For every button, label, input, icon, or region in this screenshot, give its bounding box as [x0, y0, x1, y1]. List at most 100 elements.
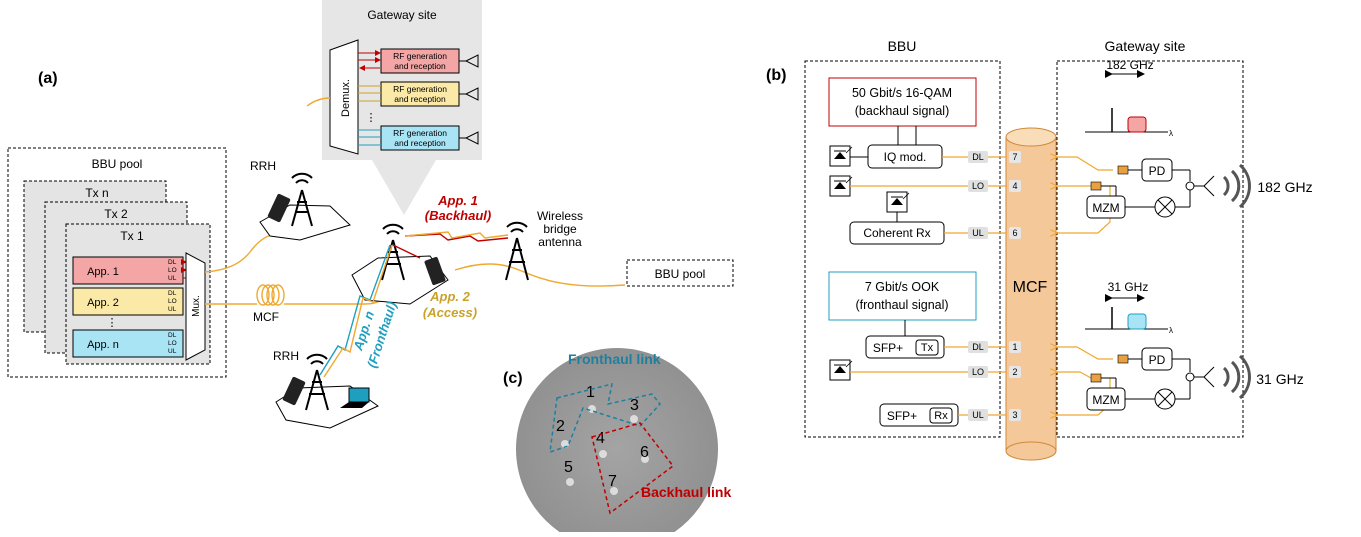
tower-icon: [305, 353, 329, 411]
app2-access-title: App. 2: [429, 289, 470, 304]
core-label-3: 3: [630, 397, 639, 414]
freq-182-label: 182 GHz: [1257, 179, 1312, 195]
fronthaul-outline: [549, 382, 661, 454]
gateway-title-b: Gateway site: [1105, 38, 1186, 54]
wireless-label-2: bridge: [543, 222, 577, 236]
core-label-2: 2: [556, 418, 565, 435]
mcf-core-4: 4: [1012, 181, 1017, 191]
mcf-core-7: 7: [1012, 152, 1017, 162]
sfp-tx-tag: Tx: [921, 342, 934, 354]
mcf-core-1: 1: [1012, 342, 1017, 352]
backhaul-box-line2: (backhaul signal): [855, 104, 950, 118]
bbu-pool-title: BBU pool: [92, 157, 143, 171]
lambda-1: λ: [1169, 129, 1173, 138]
mux-label: Mux.: [191, 295, 202, 317]
gateway-site-title: Gateway site: [367, 8, 437, 22]
app1-backhaul-title: App. 1: [437, 193, 478, 208]
rrh-bottom: RRH: [273, 349, 379, 429]
rrh-top-label: RRH: [250, 159, 276, 173]
app2-lo: LO: [168, 298, 177, 305]
demux-block: [329, 39, 359, 155]
backhaul-link-label: Backhaul link: [641, 484, 731, 500]
fronthaul-signal-box: [828, 271, 977, 321]
freq-31-spectrum: 31 GHz: [1108, 280, 1149, 294]
app1-lo: LO: [168, 267, 177, 274]
sfp-rx-tag: Rx: [934, 410, 948, 422]
app1-box: [72, 256, 184, 285]
phone-icon: [282, 376, 306, 406]
freq-182-spectrum: 182 GHz: [1106, 58, 1153, 72]
apps-ellipsis: ⋮: [107, 317, 118, 329]
port-tags: DL LO UL DL LO UL: [968, 151, 988, 421]
bbu-pool-remote-label: BBU pool: [655, 267, 706, 281]
lambda-2: λ: [1169, 326, 1173, 335]
iq-mod-label: IQ mod.: [884, 150, 927, 164]
tag-ul-2: UL: [972, 410, 984, 420]
rrh-bottom-label: RRH: [273, 349, 299, 363]
tx-2-label: Tx 2: [104, 207, 128, 221]
radio-wave-icon-31: [1222, 354, 1251, 400]
rrh-top: RRH: [250, 159, 351, 241]
core-label-4: 4: [596, 430, 605, 447]
appn-lo: LO: [168, 340, 177, 347]
tower-icon: [291, 172, 313, 227]
app1-backhaul-sub: (Backhaul): [425, 208, 491, 223]
phone-icon: [424, 256, 446, 286]
mcf-core-3: 3: [1012, 410, 1017, 420]
core-label-5: 5: [564, 459, 573, 476]
tag-dl-2: DL: [972, 342, 984, 352]
coherent-rx-label: Coherent Rx: [863, 226, 930, 240]
rf-box-blue: [380, 125, 460, 151]
tag-ul-1: UL: [972, 228, 984, 238]
gateway-dashed-box: [1056, 60, 1244, 438]
tag-lo-2: LO: [972, 367, 984, 377]
rf-label-blue-1: RF generation: [393, 128, 447, 138]
tx-1-label: Tx 1: [120, 229, 144, 243]
appn-label: App. n: [87, 339, 119, 351]
pd-label-upper: PD: [1149, 164, 1166, 178]
app2-dl: DL: [168, 290, 177, 297]
mcf-core-tags: 7 4 6 1 2 3: [1009, 151, 1021, 421]
laser-icon-4: [829, 359, 853, 381]
rf-label-yellow-1: RF generation: [393, 84, 447, 94]
laptop-icon: [340, 387, 370, 408]
core-label-6: 6: [640, 444, 649, 461]
radio-wave-icon-182: [1222, 163, 1251, 209]
phone-icon: [267, 193, 291, 223]
laser-icon-3: [886, 191, 910, 213]
freq-31-label: 31 GHz: [1256, 371, 1303, 387]
bbu-dashed-box: [804, 60, 1001, 438]
core-label-7: 7: [608, 473, 617, 490]
pd-label-lower: PD: [1149, 353, 1166, 367]
appn-ul: UL: [168, 348, 177, 355]
mcf-core-6: 6: [1012, 228, 1017, 238]
bbu-title: BBU: [888, 38, 917, 54]
fronthaul-box-line1: 7 Gbit/s OOK: [865, 280, 940, 294]
rf-box-red: [380, 48, 460, 74]
fiber-cross-section: 1 2 3 4 5 6 7: [516, 348, 718, 537]
app1-ul: UL: [168, 275, 177, 282]
gateway-site-callout: Gateway site Demux. RF generation and re…: [306, 0, 482, 215]
wireless-label-3: antenna: [538, 235, 582, 249]
appn-dl: DL: [168, 332, 177, 339]
tag-dl-1: DL: [972, 152, 984, 162]
bbu-pool-remote-box: [626, 259, 734, 287]
mcf-label-a: MCF: [253, 310, 279, 324]
fronthaul-box-line2: (fronthaul signal): [855, 298, 948, 312]
panel-a-label: (a): [38, 70, 58, 87]
mcf-label-b: MCF: [1013, 279, 1048, 296]
gateway-ellipsis: ⋮: [366, 112, 377, 124]
core-markers: [561, 405, 649, 495]
spectrum-182: [1085, 70, 1168, 133]
rf-label-blue-2: and reception: [394, 138, 446, 148]
wireless-label-1: Wireless: [537, 209, 583, 223]
app2-access-sub: (Access): [423, 305, 477, 320]
app2-box: [72, 287, 184, 316]
gateway-antenna-icons: [459, 54, 479, 145]
sfp-rx-label: SFP+: [887, 409, 917, 423]
mux-block: [185, 252, 206, 361]
sfp-tx-label: SFP+: [873, 341, 903, 355]
tx-n-label: Tx n: [85, 186, 108, 200]
rf-box-yellow: [380, 81, 460, 107]
